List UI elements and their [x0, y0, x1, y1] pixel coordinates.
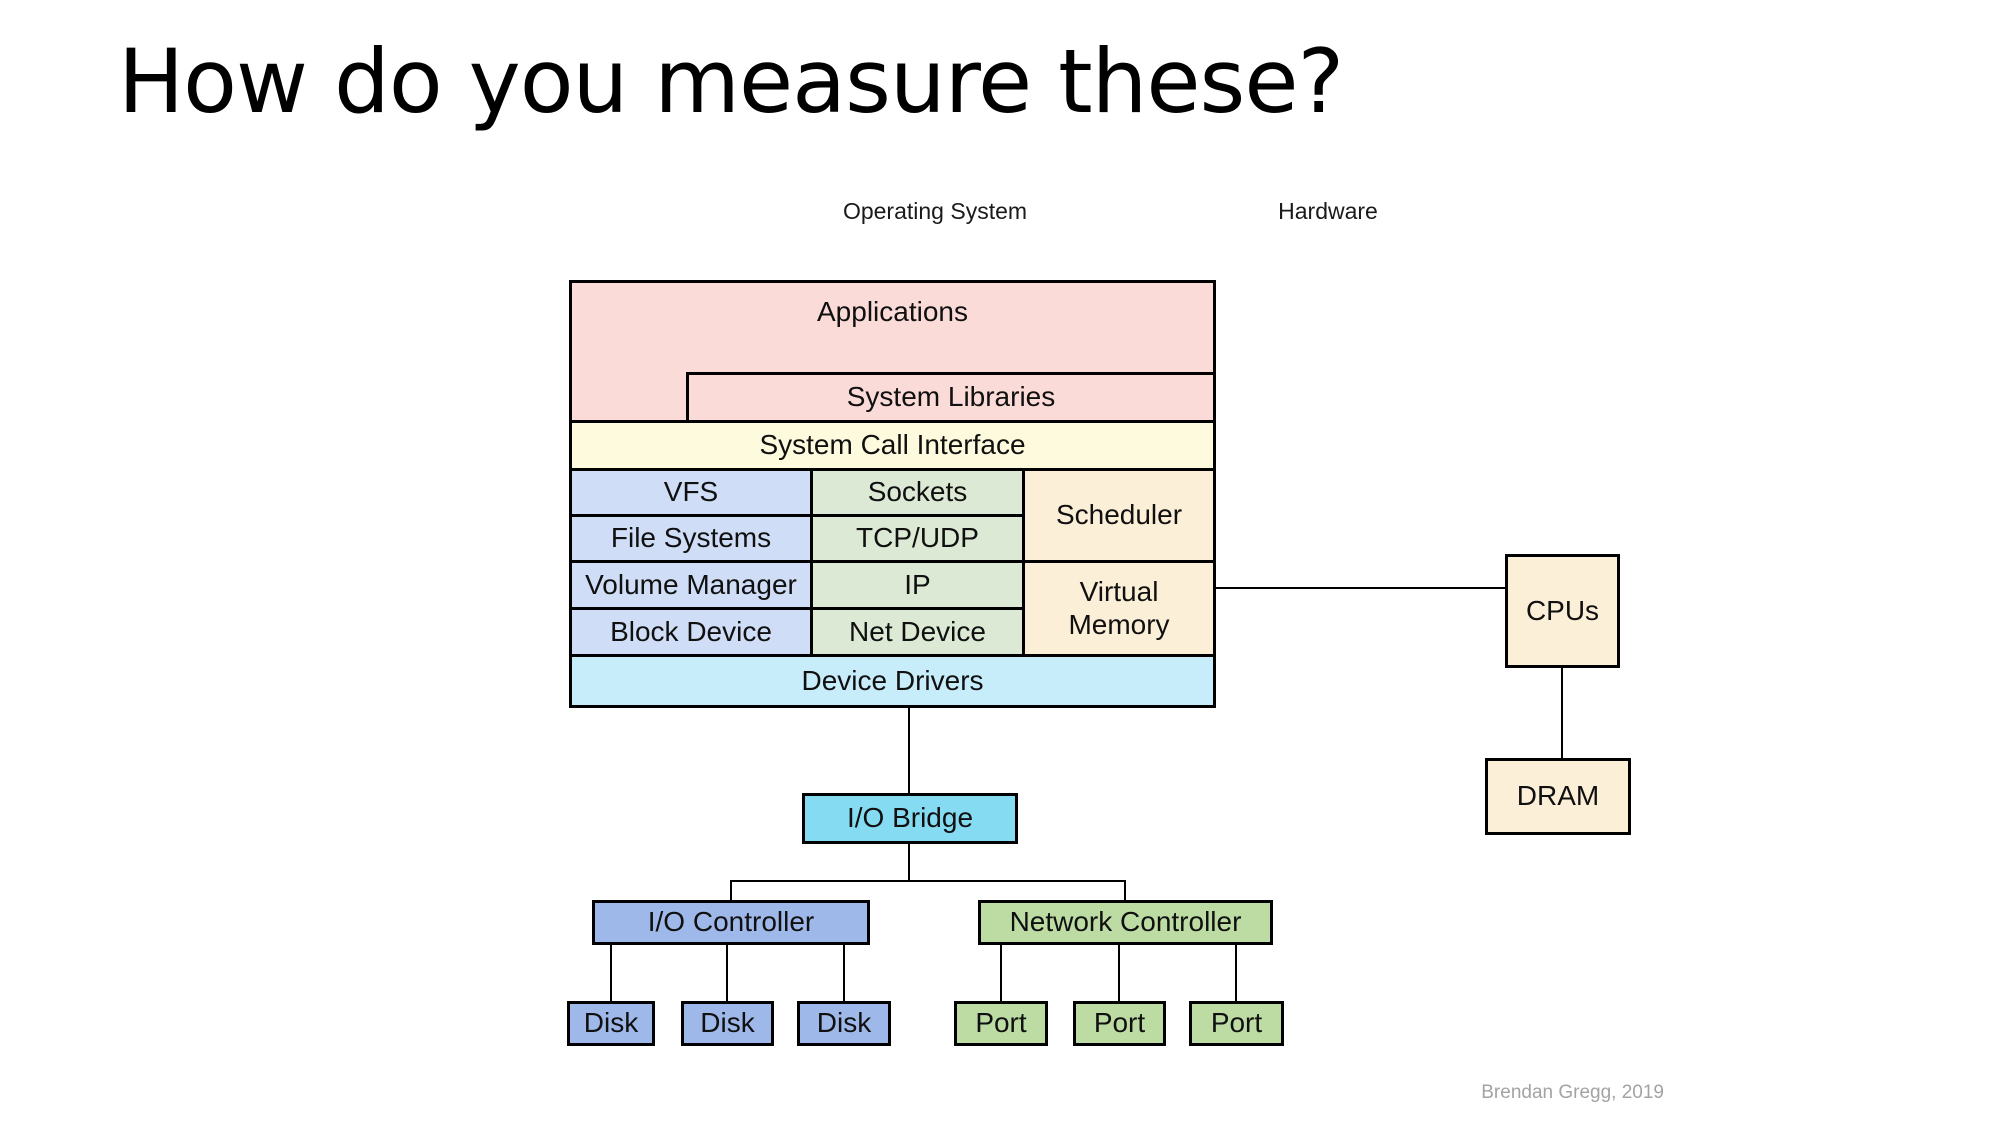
- connector-split-to-io-controller: [730, 880, 732, 900]
- io-controller-label: I/O Controller: [647, 906, 815, 938]
- cpus-label: CPUs: [1525, 594, 1600, 626]
- disk-label: Disk: [700, 1007, 755, 1039]
- io-bridge-box: I/O Bridge: [802, 793, 1018, 844]
- connector-network-controller-port-3: [1235, 945, 1237, 1001]
- connector-io-controller-disk-1: [610, 945, 612, 1001]
- volume-manager-box: Volume Manager: [569, 560, 813, 610]
- net-device-label: Net Device: [849, 615, 986, 647]
- connector-cpus-to-dram: [1561, 668, 1563, 758]
- connector-network-controller-port-1: [1000, 945, 1002, 1001]
- applications-label: Applications: [817, 296, 968, 327]
- port-label: Port: [1210, 1007, 1263, 1039]
- connector-kernel-to-cpus: [1216, 587, 1505, 589]
- disk-box-2: Disk: [681, 1001, 774, 1046]
- port-box-2: Port: [1073, 1001, 1166, 1046]
- io-controller-box: I/O Controller: [592, 900, 870, 945]
- port-label: Port: [975, 1007, 1027, 1039]
- scheduler-label: Scheduler: [1055, 499, 1183, 531]
- sockets-box: Sockets: [810, 468, 1025, 517]
- vfs-label: VFS: [663, 476, 719, 508]
- footer-credit: Brendan Gregg, 2019: [1481, 1082, 1664, 1103]
- connector-network-controller-port-2: [1118, 945, 1120, 1001]
- connector-bridge-down: [908, 844, 910, 881]
- virtual-memory-label: Virtual Memory: [1068, 576, 1170, 640]
- ip-label: IP: [904, 568, 931, 600]
- system-call-interface-box: System Call Interface: [569, 420, 1216, 471]
- connector-drivers-to-bridge: [908, 708, 910, 793]
- connector-split-to-network-controller: [1124, 880, 1126, 900]
- connector-io-controller-disk-3: [843, 945, 845, 1001]
- device-drivers-label: Device Drivers: [801, 664, 984, 696]
- system-libraries-label: System Libraries: [846, 381, 1056, 413]
- disk-label: Disk: [583, 1007, 639, 1039]
- dram-box: DRAM: [1485, 758, 1631, 835]
- ip-box: IP: [810, 560, 1025, 610]
- system-call-interface-label: System Call Interface: [759, 429, 1026, 461]
- network-controller-box: Network Controller: [978, 900, 1273, 945]
- volume-manager-label: Volume Manager: [585, 568, 797, 600]
- label-operating-system: Operating System: [842, 198, 1028, 224]
- network-controller-label: Network Controller: [1009, 906, 1242, 938]
- connector-bridge-split: [730, 880, 1126, 882]
- block-device-label: Block Device: [610, 615, 772, 647]
- disk-box-3: Disk: [797, 1001, 891, 1046]
- scheduler-box: Scheduler: [1022, 468, 1216, 563]
- system-libraries-box: System Libraries: [686, 372, 1216, 423]
- disk-box-1: Disk: [567, 1001, 655, 1046]
- port-label: Port: [1093, 1007, 1146, 1039]
- virtual-memory-box: Virtual Memory: [1022, 560, 1216, 657]
- vfs-box: VFS: [569, 468, 813, 517]
- disk-label: Disk: [816, 1007, 872, 1039]
- tcp-udp-label: TCP/UDP: [856, 522, 979, 554]
- port-box-3: Port: [1189, 1001, 1284, 1046]
- dram-label: DRAM: [1516, 780, 1600, 812]
- file-systems-box: File Systems: [569, 514, 813, 563]
- tcp-udp-box: TCP/UDP: [810, 514, 1025, 563]
- connector-io-controller-disk-2: [726, 945, 728, 1001]
- io-bridge-label: I/O Bridge: [846, 802, 974, 834]
- file-systems-label: File Systems: [610, 522, 772, 554]
- label-hardware: Hardware: [1278, 198, 1378, 224]
- sockets-label: Sockets: [867, 476, 968, 508]
- block-device-box: Block Device: [569, 607, 813, 657]
- port-box-1: Port: [954, 1001, 1048, 1046]
- device-drivers-box: Device Drivers: [569, 654, 1216, 708]
- net-device-box: Net Device: [810, 607, 1025, 657]
- cpus-box: CPUs: [1505, 554, 1620, 668]
- page-title: How do you measure these?: [118, 30, 1344, 133]
